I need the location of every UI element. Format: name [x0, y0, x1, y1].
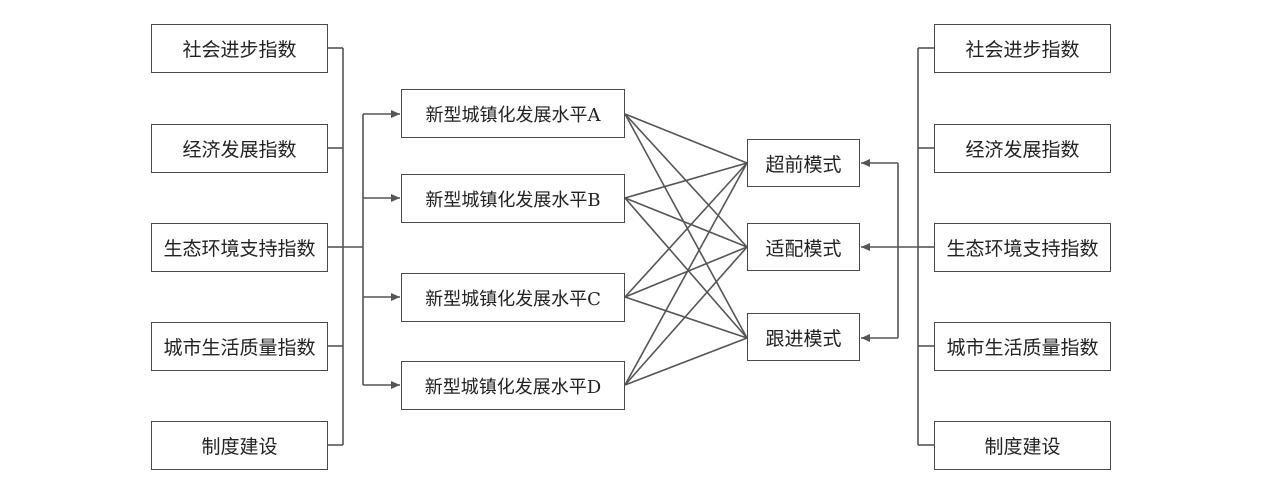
cross-line-2-0 [624, 162, 748, 298]
cross-line-0-2 [624, 113, 748, 339]
cross-line-2-2 [624, 296, 748, 339]
cross-line-3-1 [624, 246, 748, 386]
mode-box-advanced: 超前模式 [747, 139, 860, 187]
left-index-institution-building: 制度建设 [151, 421, 328, 470]
mode-box-adaptive: 适配模式 [747, 223, 860, 271]
cross-line-3-2 [624, 337, 748, 386]
right-index-institution-building: 制度建设 [934, 421, 1111, 470]
left-index-economic-development: 经济发展指数 [151, 124, 328, 173]
cross-line-1-2 [624, 197, 748, 339]
left-index-urban-life-quality: 城市生活质量指数 [151, 322, 328, 371]
cross-line-3-0 [624, 162, 748, 386]
right-index-economic-development: 经济发展指数 [934, 124, 1111, 173]
level-box-d: 新型城镇化发展水平D [401, 361, 625, 410]
right-index-social-progress: 社会进步指数 [934, 24, 1111, 73]
right-index-urban-life-quality: 城市生活质量指数 [934, 322, 1111, 371]
right-index-ecological-support: 生态环境支持指数 [934, 223, 1111, 272]
left-index-social-progress: 社会进步指数 [151, 24, 328, 73]
level-box-a: 新型城镇化发展水平A [401, 89, 625, 138]
cross-line-1-1 [624, 197, 748, 248]
mode-box-following: 跟进模式 [747, 313, 860, 361]
cross-line-2-1 [624, 246, 748, 298]
level-box-c: 新型城镇化发展水平C [401, 273, 625, 322]
level-box-b: 新型城镇化发展水平B [401, 174, 625, 223]
left-index-ecological-support: 生态环境支持指数 [151, 223, 328, 272]
cross-line-1-0 [624, 162, 748, 199]
cross-line-0-0 [624, 113, 748, 164]
